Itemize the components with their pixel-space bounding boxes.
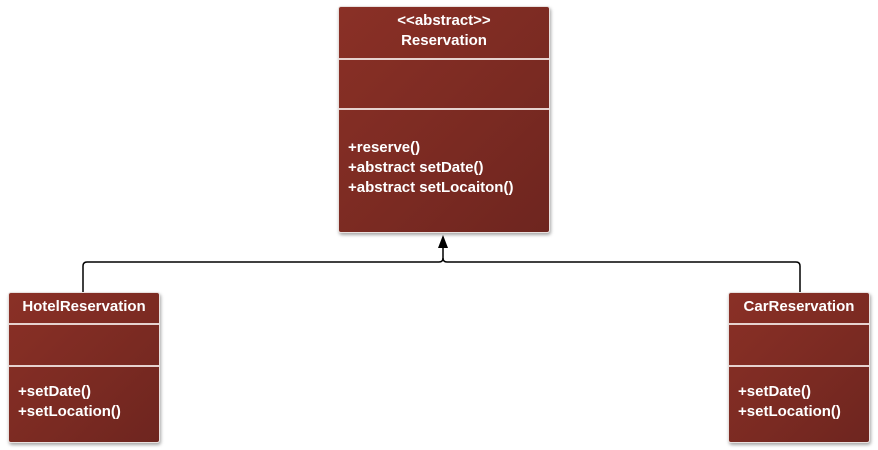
connector-hotel [82,240,444,293]
methods-list: +setDate() +setLocation() [738,382,841,422]
methods-divider [9,365,159,367]
methods-divider [339,108,549,110]
class-name: CarReservation [743,298,855,315]
class-hotel-reservation[interactable]: HotelReservation +setDate() +setLocation… [8,292,160,443]
method: +abstract setDate() [348,159,484,176]
generalization-arrowhead-icon [438,235,448,248]
method: +setLocation() [738,403,841,420]
class-reservation[interactable]: <<abstract>> Reservation +reserve() +abs… [338,6,550,233]
methods-divider [729,365,869,367]
class-car-reservation[interactable]: CarReservation +setDate() +setLocation() [728,292,870,443]
class-stereotype: <<abstract>> [397,12,491,29]
methods-list: +setDate() +setLocation() [18,382,121,422]
methods-list: +reserve() +abstract setDate() +abstract… [348,138,513,198]
method: +setDate() [738,383,811,400]
class-name: HotelReservation [22,298,146,315]
method: +abstract setLocaiton() [348,179,514,196]
method: +reserve() [348,139,421,156]
method: +setDate() [18,383,91,400]
class-name: Reservation [401,32,487,49]
attributes-divider [729,323,869,325]
attributes-divider [339,58,549,60]
connector-car [442,257,801,293]
attributes-divider [9,323,159,325]
method: +setLocation() [18,403,121,420]
